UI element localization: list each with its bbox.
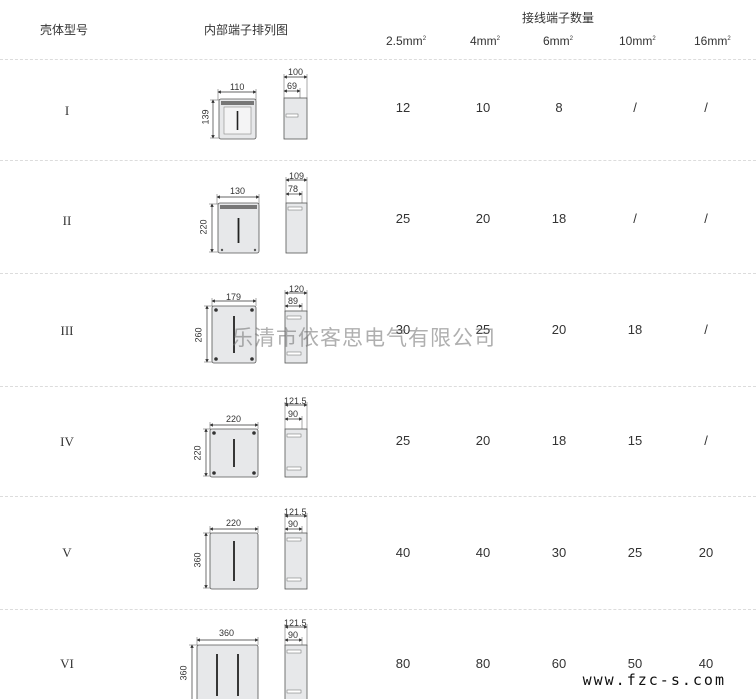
- count-cell: 25: [395, 211, 411, 226]
- row-divider: [0, 273, 756, 274]
- dim-side-depth-3: 120: [289, 284, 305, 294]
- col-header-count: 接线端子数量: [522, 11, 595, 25]
- row-divider: [0, 609, 756, 610]
- count-cell: 40: [698, 656, 714, 671]
- count-cell: 15: [627, 433, 643, 448]
- count-cell: 80: [475, 656, 491, 671]
- dim-front-height-1: 139: [200, 109, 211, 125]
- dim-front-width-5: 220: [226, 518, 242, 528]
- count-cell: 30: [551, 545, 567, 560]
- col-header-size-3: 6mm2: [543, 34, 574, 48]
- dim-front-height-5: 360: [192, 552, 203, 568]
- row-divider: [0, 496, 756, 497]
- drawing-row-4: [203, 402, 308, 478]
- dim-front-width-6: 360: [219, 628, 235, 638]
- dim-front-width-3: 179: [226, 292, 242, 302]
- drawing-row-3: [204, 290, 308, 364]
- dim-front-width-2: 130: [230, 186, 246, 196]
- dim-side-inner-4: 90: [288, 409, 299, 419]
- dim-front-height-4: 220: [192, 445, 203, 461]
- dim-front-width-4: 220: [226, 414, 242, 424]
- dim-side-depth-4: 121.5: [284, 396, 307, 406]
- col-header-size-1: 2.5mm2: [386, 34, 427, 48]
- count-cell: /: [704, 322, 708, 337]
- dim-side-depth-6: 121.5: [284, 618, 307, 628]
- drawing-row-5: [203, 513, 308, 590]
- dim-side-depth-5: 121.5: [284, 507, 307, 517]
- dim-side-inner-2: 78: [288, 184, 299, 194]
- count-cell: 50: [627, 656, 643, 671]
- row-divider: [0, 59, 756, 60]
- count-cell: /: [704, 100, 708, 115]
- model-label-3: III: [60, 323, 74, 338]
- col-header-layout: 内部端子排列图: [204, 23, 289, 37]
- row-divider: [0, 160, 756, 161]
- drawing-row-1: [210, 74, 308, 140]
- count-cell: 12: [395, 100, 411, 115]
- model-label-5: V: [62, 545, 72, 560]
- dim-front-height-2: 220: [198, 219, 209, 235]
- model-label-2: II: [62, 213, 72, 228]
- model-label-1: I: [64, 103, 70, 118]
- dim-front-width-1: 110: [230, 82, 245, 92]
- count-cell: 30: [395, 322, 411, 337]
- count-cell: 40: [395, 545, 411, 560]
- drawing-row-2: [209, 177, 308, 254]
- site-url: www.fzc-s.com: [582, 671, 726, 689]
- count-cell: 25: [395, 433, 411, 448]
- dim-side-depth-1: 100: [288, 67, 304, 77]
- count-cell: 20: [698, 545, 714, 560]
- col-header-size-2: 4mm2: [470, 34, 501, 48]
- dim-side-inner-6: 90: [288, 630, 299, 640]
- count-cell: 20: [551, 322, 567, 337]
- count-cell: 40: [475, 545, 491, 560]
- dim-front-height-6: 360: [178, 665, 189, 681]
- count-cell: /: [704, 211, 708, 226]
- company-watermark: 乐清市依客思电气有限公司: [232, 326, 496, 350]
- count-cell: /: [704, 433, 708, 448]
- count-cell: 25: [627, 545, 643, 560]
- count-cell: 60: [551, 656, 567, 671]
- dim-side-depth-2: 109: [289, 171, 305, 181]
- count-cell: 18: [551, 211, 567, 226]
- col-header-model: 壳体型号: [40, 23, 89, 37]
- row-divider: [0, 386, 756, 387]
- dim-side-inner-3: 89: [288, 296, 299, 306]
- count-cell: 25: [475, 322, 491, 337]
- count-cell: 8: [555, 100, 563, 115]
- count-cell: 18: [551, 433, 567, 448]
- model-label-6: VI: [60, 656, 74, 671]
- count-cell: 18: [627, 322, 643, 337]
- dim-side-inner-1: 69: [287, 81, 298, 91]
- count-cell: 20: [475, 211, 491, 226]
- count-cell: 10: [475, 100, 491, 115]
- count-cell: /: [633, 211, 637, 226]
- dim-front-height-3: 260: [193, 327, 204, 343]
- col-header-size-5: 16mm2: [694, 34, 731, 48]
- count-cell: /: [633, 100, 637, 115]
- dim-side-inner-5: 90: [288, 519, 299, 529]
- count-cell: 20: [475, 433, 491, 448]
- model-label-4: IV: [60, 434, 74, 449]
- count-cell: 80: [395, 656, 411, 671]
- drawing-row-6: [189, 624, 308, 699]
- col-header-size-4: 10mm2: [619, 34, 656, 48]
